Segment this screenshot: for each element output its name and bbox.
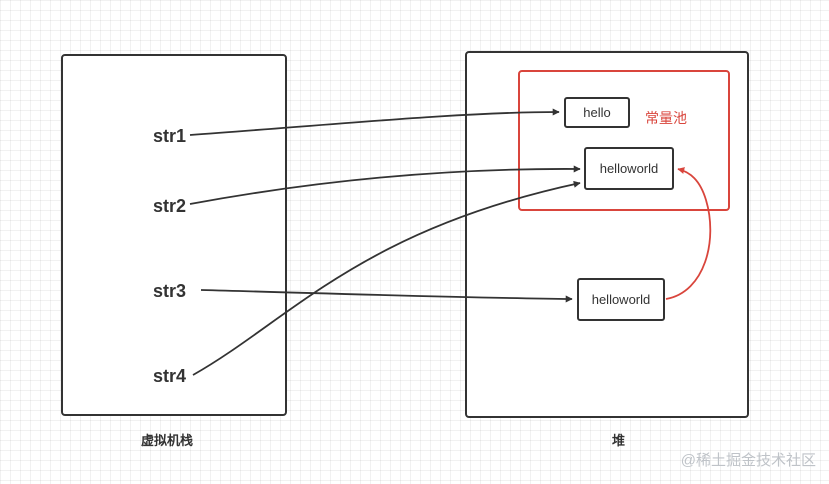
stack-var-str4: str4 bbox=[153, 366, 187, 386]
watermark-text: @稀土掘金技术社区 bbox=[680, 452, 816, 469]
watermark: @稀土掘金技术社区 bbox=[681, 449, 816, 470]
heap-caption: 堆 bbox=[612, 433, 626, 448]
constant-pool-box bbox=[518, 70, 730, 211]
heap-node-helloworld: helloworld bbox=[577, 278, 665, 321]
constant-pool-label: 常量池 bbox=[645, 110, 687, 126]
jvm-stack-caption: 虚拟机栈 bbox=[141, 433, 194, 448]
stack-var-str3: str3 bbox=[153, 281, 187, 301]
pool-node-hello: hello bbox=[564, 97, 630, 128]
jvm-stack-box bbox=[61, 54, 287, 416]
stack-var-str1: str1 bbox=[153, 126, 187, 146]
pool-node-helloworld: helloworld bbox=[584, 147, 674, 190]
stack-var-str2: str2 bbox=[153, 196, 187, 216]
